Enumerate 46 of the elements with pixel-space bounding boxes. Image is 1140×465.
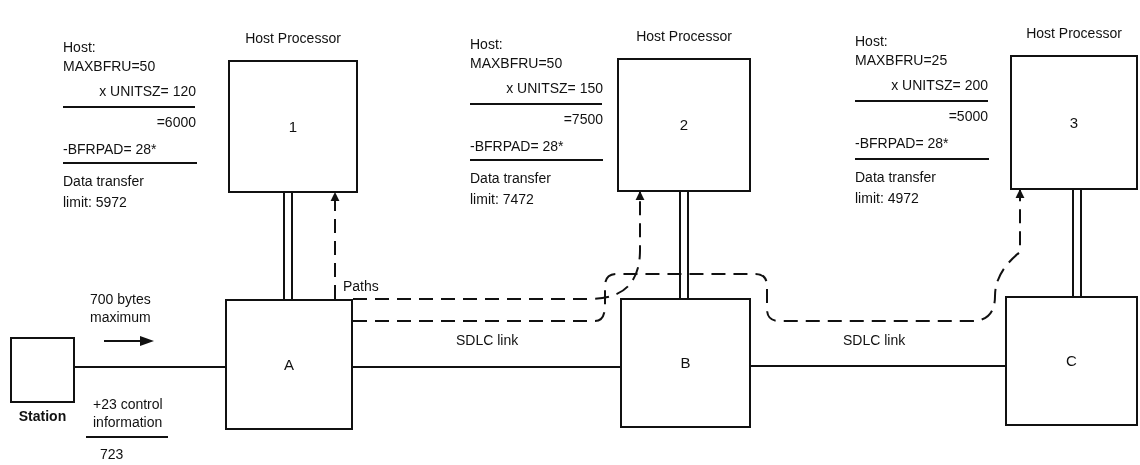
dashed-arrow bbox=[330, 192, 340, 300]
dashed-arrow bbox=[352, 191, 645, 300]
note-text: -BFRPAD= 28* bbox=[855, 134, 950, 152]
edge-label: SDLC link bbox=[453, 332, 522, 348]
note-text: limit: 4972 bbox=[855, 189, 920, 207]
note-text: MAXBFRU=50 bbox=[63, 57, 157, 75]
note-text: 723 bbox=[100, 445, 125, 463]
path-label: Paths bbox=[343, 277, 380, 295]
node-text: A bbox=[284, 355, 294, 374]
note-text: =7500 bbox=[562, 110, 603, 128]
note-text: x UNITSZ= 200 bbox=[890, 76, 988, 94]
node-heading: Host Processor bbox=[244, 28, 342, 48]
note-text: Data transfer bbox=[470, 169, 552, 187]
note-text: x UNITSZ= 150 bbox=[505, 79, 603, 97]
note-text: MAXBFRU=25 bbox=[855, 51, 949, 69]
note-text: =6000 bbox=[155, 113, 196, 131]
node-text: C bbox=[1066, 352, 1077, 370]
connector-line bbox=[750, 365, 1006, 367]
note-text: +23 control information bbox=[93, 395, 164, 431]
note-text: Host: bbox=[470, 35, 504, 53]
note-text: x UNITSZ= 120 bbox=[98, 82, 196, 100]
note-text: Data transfer bbox=[855, 168, 937, 186]
connector-line bbox=[352, 366, 621, 368]
edge-label: SDLC link bbox=[840, 332, 909, 348]
note-text: Host: bbox=[855, 32, 889, 50]
node-heading: Host Processor bbox=[635, 26, 733, 46]
note-text: MAXBFRU=50 bbox=[470, 54, 564, 72]
double-line bbox=[283, 192, 293, 300]
node-text: 1 bbox=[288, 117, 298, 136]
node-heading: Station bbox=[18, 407, 67, 426]
note-text: limit: 7472 bbox=[470, 190, 535, 208]
double-line bbox=[1072, 189, 1082, 297]
node-text: 2 bbox=[679, 116, 689, 134]
note-text: =5000 bbox=[947, 107, 988, 125]
note-text: -BFRPAD= 28* bbox=[63, 140, 158, 158]
node-text: 3 bbox=[1069, 113, 1079, 132]
note-text: limit: 5972 bbox=[63, 193, 128, 211]
note-text: Host: bbox=[63, 38, 97, 56]
note-text: 700 bytes maximum bbox=[90, 290, 152, 326]
node-heading: Host Processor bbox=[1025, 23, 1123, 43]
dashed-arrow bbox=[352, 189, 1025, 322]
note-text: -BFRPAD= 28* bbox=[470, 137, 565, 155]
double-line bbox=[679, 191, 689, 299]
connector-line bbox=[74, 366, 226, 368]
node-text: B bbox=[680, 354, 691, 372]
note-text: Data transfer bbox=[63, 172, 145, 190]
